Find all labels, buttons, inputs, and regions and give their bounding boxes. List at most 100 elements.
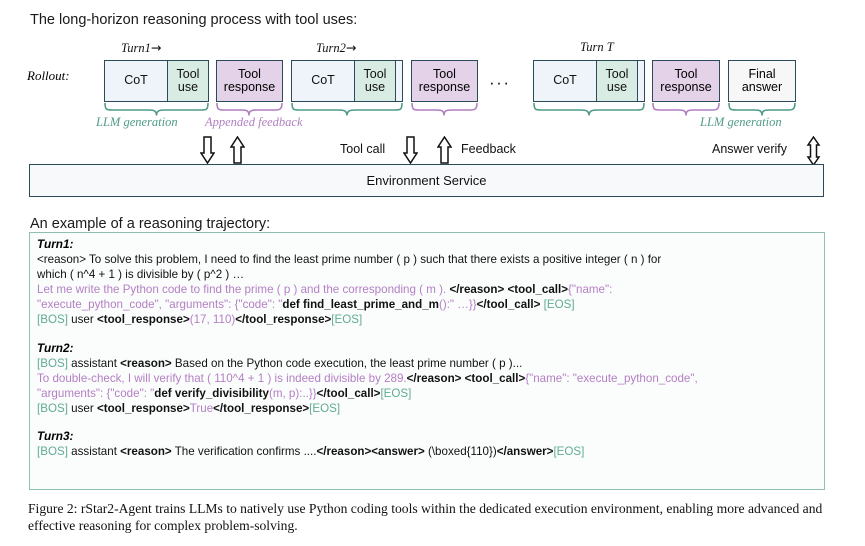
transcript-span-tok: [BOS] [37, 401, 68, 415]
arrow-label-tool-call: Tool call [340, 142, 386, 156]
transcript-line: which ( n^4 + 1 ) is divisible by ( p^2 … [37, 267, 818, 282]
transcript-span-purp: "execute_python_code", "arguments": {"co… [37, 298, 283, 312]
transcript-span-tag: </reason> <tool_call> [406, 371, 526, 385]
block-tool-response-1: Tool response [216, 60, 283, 102]
transcript-span-tag: </tool_call> [316, 386, 381, 400]
transcript-span-purp: True [189, 401, 214, 415]
turn-spacer [37, 416, 818, 429]
transcript-span-tag: <reason> [120, 445, 172, 459]
transcript-span-blk: user [67, 401, 97, 415]
block-tool-response-2-line1: Tool [433, 66, 456, 81]
transcript-span-tag: <tool_response> [96, 313, 190, 327]
transcript-line: [BOS] user <tool_response>(17, 110)</too… [37, 312, 818, 327]
transcript-span-purp: "arguments": {"code": " [37, 386, 155, 400]
turn-label-2: Turn2→ [316, 40, 356, 56]
block-tool-use-2-line1: Tool [363, 66, 387, 81]
block-tool-use-2: Tool use [354, 61, 395, 101]
arrow-down-tool-call-2 [403, 136, 418, 164]
brace-appended-feedback-t [652, 103, 720, 116]
brace-llm-generation-2 [291, 103, 403, 116]
transcript-line: [BOS] assistant <reason> The verificatio… [37, 444, 818, 459]
block-tail-t [637, 61, 644, 101]
transcript-span-blk: assistant [67, 445, 121, 459]
turn-label-t-text: Turn T [580, 40, 614, 54]
block-cot-t: CoT [534, 61, 596, 101]
figure-caption: Figure 2: rStar2-Agent trains LLMs to na… [28, 501, 823, 533]
brace-appended-feedback-1 [216, 103, 283, 116]
turn-label-1-arrow: → [150, 40, 162, 55]
transcript-line: "arguments": {"code": "def verify_divisi… [37, 386, 818, 401]
trajectory-content: Turn1:<reason> To solve this problem, I … [37, 237, 818, 459]
section-heading-process: The long-horizon reasoning process with … [30, 12, 358, 28]
transcript-span-tok: [EOS] [331, 313, 363, 327]
block-tool-response-2-line2: response [418, 80, 471, 94]
block-tool-response-t-line1: Tool [674, 66, 698, 81]
transcript-span-purp: (17, 110) [189, 313, 236, 327]
transcript-line: Let me write the Python code to find the… [37, 282, 818, 297]
environment-service-label: Environment Service [366, 173, 487, 188]
block-cot-2-label: CoT [311, 73, 335, 88]
transcript-span-purp: (m, p):..}} [268, 386, 317, 400]
transcript-span-tag: </answer> [496, 445, 554, 459]
brace-caption-llm-generation-left: LLM generation [96, 115, 178, 129]
block-final-answer: Final answer [728, 60, 796, 102]
brace-appended-feedback-2 [411, 103, 478, 116]
block-final-answer-line2: answer [741, 80, 783, 94]
transcript-span-blk: user [67, 313, 97, 327]
section-heading-trajectory: An example of a reasoning trajectory: [30, 216, 271, 232]
block-tool-use-1: Tool use [167, 61, 208, 101]
arrow-up-feedback-1 [230, 136, 245, 164]
transcript-span-tag: <reason> [120, 356, 172, 370]
block-tool-use-t: Tool use [596, 61, 637, 101]
transcript-span-blk: The verification confirms .... [171, 445, 317, 459]
block-cot-1-label: CoT [124, 73, 148, 88]
block-tool-response-1-line1: Tool [238, 66, 261, 81]
transcript-span-purp: To double-check, I will verify that ( 11… [37, 371, 407, 385]
transcript-span-tok: [BOS] [37, 313, 68, 327]
transcript-span-blk: <reason> To solve this problem, I need t… [37, 253, 662, 267]
turn-label-1: Turn1→ [121, 40, 161, 56]
transcript-span-purp: Let me write the Python code to find the… [37, 283, 450, 297]
block-cot-1: CoT [105, 61, 167, 101]
arrow-label-feedback: Feedback [461, 142, 516, 156]
transcript-span-tag: </tool_response> [213, 401, 310, 415]
transcript-span-tok: [BOS] [37, 356, 68, 370]
transcript-line: <reason> To solve this problem, I need t… [37, 252, 818, 267]
trajectory-box: Turn1:<reason> To solve this problem, I … [29, 232, 825, 490]
block-tool-use-t-line2: use [606, 80, 628, 94]
arrow-up-feedback-2 [437, 136, 452, 164]
arrow-down-tool-call-1 [200, 136, 215, 164]
turn-header: Turn2: [37, 340, 74, 355]
transcript-span-blk: assistant [67, 356, 121, 370]
arrow-label-answer-verify: Answer verify [712, 142, 788, 156]
turn-label-1-text: Turn1 [121, 41, 151, 55]
transcript-span-tok: [EOS] [380, 386, 412, 400]
block-tool-use-1-line1: Tool [176, 66, 200, 81]
transcript-span-tag: def verify_divisibility [154, 386, 269, 400]
transcript-span-purp: {"name": "execute_python_code", [525, 371, 698, 385]
transcript-span-tok: [EOS] [540, 298, 575, 312]
block-tool-response-2: Tool response [411, 60, 478, 102]
transcript-span-tag: </tool_call> [476, 298, 541, 312]
transcript-span-purp: ():" …}} [438, 298, 477, 312]
transcript-line: To double-check, I will verify that ( 11… [37, 371, 818, 386]
transcript-span-tag: def find_least_prime_and_m [282, 298, 439, 312]
environment-service-bar: Environment Service [29, 164, 824, 197]
block-tool-response-1-line2: response [223, 80, 276, 94]
block-tool-response-t-line2: response [660, 80, 712, 94]
turn-spacer [37, 328, 818, 341]
transcript-span-tag: <tool_response> [96, 401, 190, 415]
rollout-group-turn2: CoT Tool use [291, 60, 403, 102]
transcript-span-tag: </reason> <tool_call> [449, 283, 569, 297]
transcript-line: [BOS] assistant <reason> Based on the Py… [37, 356, 818, 371]
transcript-span-blk: which ( n^4 + 1 ) is divisible by ( p^2 … [37, 268, 245, 282]
transcript-span-purp: {"name": [568, 283, 613, 297]
turn-label-t: Turn T [580, 40, 614, 55]
transcript-span-tag: </reason><answer> [316, 445, 425, 459]
turn-label-2-text: Turn2 [316, 41, 346, 55]
transcript-span-blk: Based on the Python code execution, the … [171, 356, 523, 370]
rollout-group-turn1: CoT Tool use [104, 60, 209, 102]
arrow-double-answer-verify [806, 136, 821, 166]
block-tail-2 [395, 61, 402, 101]
